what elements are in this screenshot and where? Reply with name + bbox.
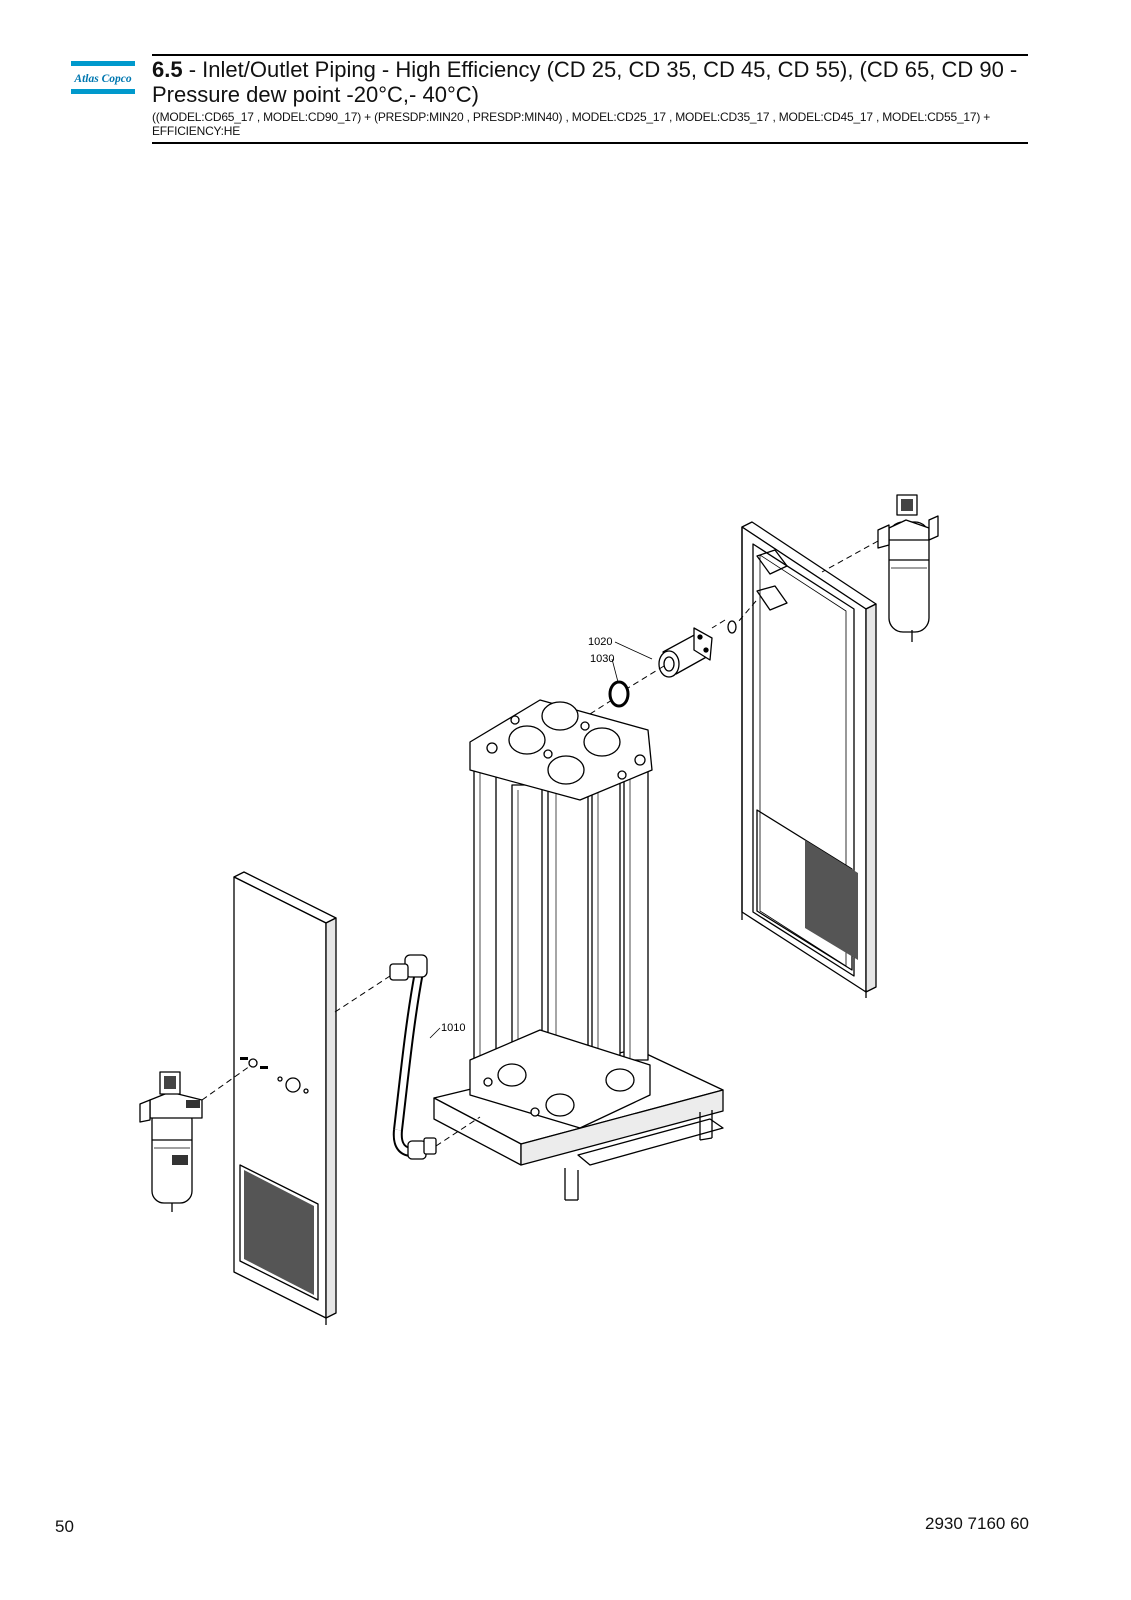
outlet-adapter-1020 [658,627,713,678]
section-title-text: - Inlet/Outlet Piping - High Efficiency … [152,57,1018,107]
connection-hose-1010 [389,954,437,1160]
model-conditions: ((MODEL:CD65_17 , MODEL:CD90_17) + (PRES… [152,110,991,138]
header-bottom-rule [152,142,1028,144]
page-number: 50 [55,1517,74,1536]
callout-1020: 1020 [588,636,612,648]
o-ring-small [727,620,737,634]
section-title: 6.5 - Inlet/Outlet Piping - High Efficie… [152,57,1028,107]
callouts: 1020 1030 1010 [429,636,653,1039]
dryer-tower [433,699,724,1201]
outlet-filter [877,494,939,642]
assembly-lines [201,540,879,1147]
atlas-copco-logo: Atlas Copco [71,61,135,95]
o-ring-1030 [608,680,630,708]
inlet-filter [139,1071,203,1212]
right-side-panel [741,521,877,998]
callout-1010: 1010 [441,1022,465,1034]
document-number: 2930 7160 60 [925,1514,1029,1533]
header-top-rule [152,54,1028,56]
left-side-panel [233,871,337,1325]
logo-text: Atlas Copco [73,73,131,85]
callout-1030: 1030 [590,653,614,665]
section-number: 6.5 [152,57,183,82]
page-header: 6.5 - Inlet/Outlet Piping - High Efficie… [152,54,1028,144]
